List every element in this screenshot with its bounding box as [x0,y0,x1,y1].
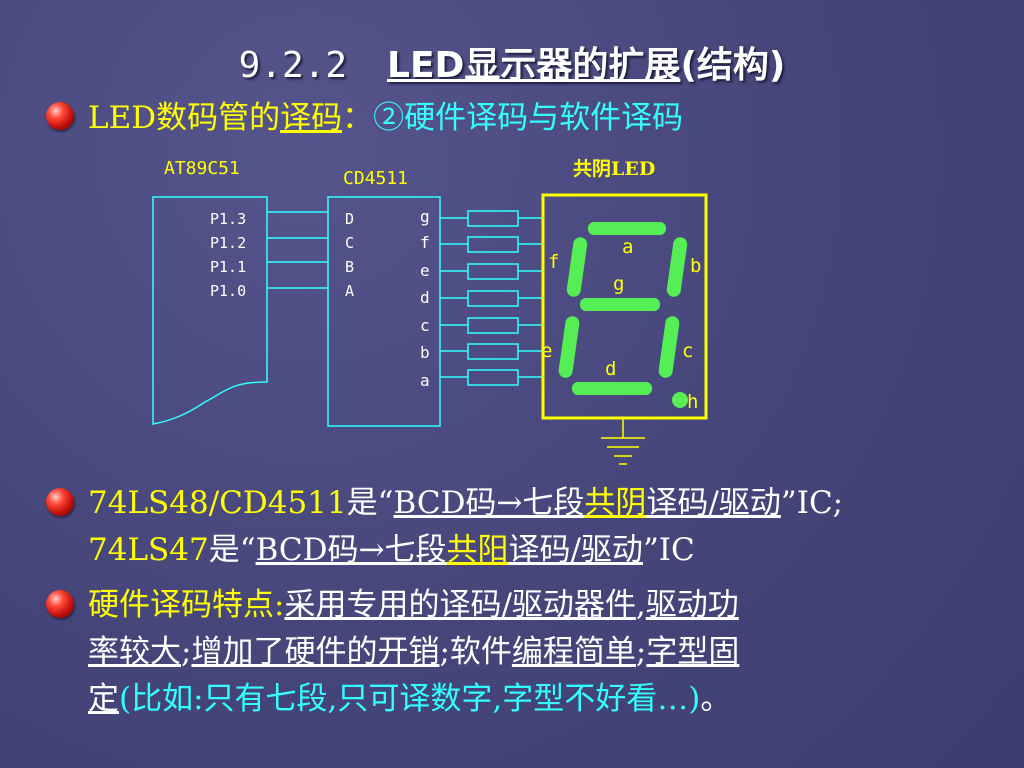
bullet-2-line-2: 74LS47是“BCD码→七段共阳译码/驱动”IC [88,532,695,568]
mcu-pin-p11: P1.1 [210,258,246,276]
title-main: LED显示器的扩展 [387,45,681,86]
bullet-2-line-1: 74LS48/CD4511是“BCD码→七段共阴译码/驱动”IC; [88,485,844,521]
bullet-1-cyan: ②硬件译码与软件译码 [373,100,684,136]
mcu-label: AT89C51 [164,158,240,179]
bullet-3-icon [46,590,74,618]
decoder-output-c: c [420,316,430,335]
mcu-pin-p13: P1.3 [210,210,246,228]
segment-label-h: h [687,391,698,413]
segment-label-g: g [613,273,624,295]
common-anode-text: 共阳 [446,532,509,568]
chip-74ls48: 74LS48/CD4511 [88,485,347,521]
bullet-3-line-1: 硬件译码特点:采用专用的译码/驱动器件,驱动功 [88,587,739,623]
bullet-2-icon [46,488,74,516]
resistor-array [440,210,543,386]
segment-d [572,382,652,395]
segment-labels: a b f g e c d h [541,236,701,413]
segment-label-b: b [690,255,701,277]
segment-e [558,316,580,378]
chip-74ls47: 74LS47 [88,532,209,568]
segment-c [658,316,680,378]
bullet-1-prefix: LED数码管的 [88,100,281,136]
segment-label-e: e [541,340,552,362]
segment-h [672,392,688,408]
bullet-1-text: LED数码管的译码：②硬件译码与软件译码 [88,98,683,138]
decoder-output-d: d [420,288,430,307]
segment-label-c: c [682,340,693,362]
decoder-output-b: b [420,343,430,362]
examples-text: (比如:只有七段,只可译数字,字型不好看…) [119,681,701,717]
decoder-input-b: B [345,258,354,276]
slide-title: 9.2.2 LED显示器的扩展(结构) [0,36,1024,88]
decoder-box [327,196,441,427]
led-display-frame [541,193,708,420]
ground-symbol [601,418,645,465]
bullet-1-colon: ： [342,100,374,136]
bullet-1-icon [46,102,74,130]
bullet-1-underlined: 译码 [280,100,343,136]
mcu-box [152,196,268,425]
segment-a [588,222,666,235]
segment-f [566,237,588,297]
bullet-3-line-2: 率较大;增加了硬件的开销;软件编程简单;字型固 [88,634,740,670]
segment-label-a: a [622,236,633,258]
segment-label-d: d [605,358,616,380]
title-paren: (结构) [680,45,786,86]
segment-b [666,237,688,297]
decoder-output-a: a [420,371,430,390]
display-label: 共阴LED [573,158,655,180]
decoder-output-g: g [420,207,430,226]
decoder-input-d: D [345,210,354,228]
hardware-decode-features: 硬件译码特点: [88,587,285,623]
decoder-output-f: f [420,233,430,252]
decoder-output-e: e [420,261,430,280]
mcu-decoder-wires [267,211,328,289]
segment-label-f: f [548,251,559,273]
mcu-pin-p12: P1.2 [210,234,246,252]
decoder-input-c: C [345,234,354,252]
bullet-3-line-3: 定(比如:只有七段,只可译数字,字型不好看…)。 [88,681,732,717]
led-segments [558,222,688,408]
mcu-pin-p10: P1.0 [210,282,246,300]
segment-g [580,298,660,311]
decoder-label: CD4511 [343,168,408,189]
common-cathode-text: 共阴 [584,485,647,521]
section-number: 9.2.2 [238,45,348,86]
decoder-input-a: A [345,282,354,300]
